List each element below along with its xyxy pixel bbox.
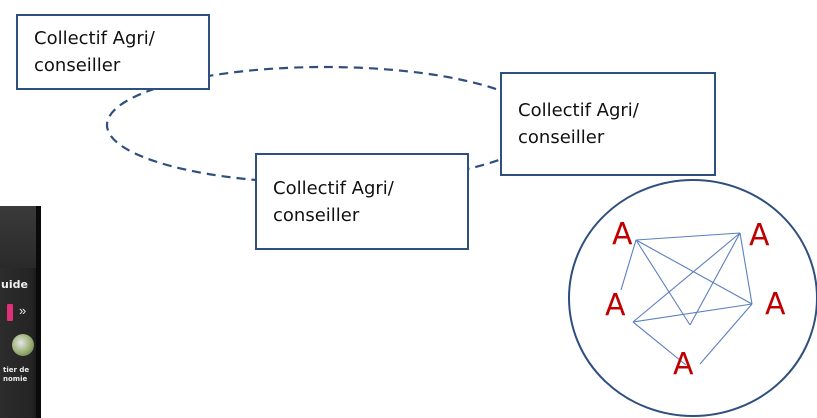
network-edge: [699, 303, 753, 365]
chevron-right-icon: »: [19, 303, 27, 318]
network-edge: [632, 303, 753, 323]
network-edge: [739, 232, 753, 305]
network-edges: [620, 232, 753, 366]
collective-box-line1: Collectif Agri/: [518, 100, 639, 121]
fragment-text-top: uide: [1, 278, 28, 291]
farmer-node: A: [612, 217, 633, 252]
farmer-node: A: [749, 218, 770, 253]
collective-box: Collectif Agri/ conseiller: [255, 153, 469, 250]
network-edge: [635, 232, 741, 241]
collective-box-line2: conseiller: [518, 127, 605, 148]
fragment-text-bottom-line2: nomie: [3, 375, 28, 383]
collective-box: Collectif Agri/ conseiller: [16, 14, 210, 90]
network-edge: [632, 321, 687, 366]
collective-box-line1: Collectif Agri/: [273, 177, 394, 199]
embedded-screenshot-fragment: uide » tier de nomie: [0, 206, 41, 418]
fragment-edge-bar: [36, 206, 41, 418]
fragment-header-band: [0, 206, 41, 268]
globe-icon: [12, 334, 34, 356]
farmer-node: A: [765, 287, 786, 322]
farmer-network-circle: [568, 179, 817, 417]
collective-box-line2: conseiller: [34, 55, 121, 76]
fragment-text-bottom: tier de nomie: [3, 366, 29, 384]
fragment-pink-marker: [7, 304, 13, 321]
network-edge: [635, 239, 753, 305]
farmer-node: A: [605, 288, 626, 323]
network-edge: [620, 239, 637, 291]
fragment-text-bottom-line1: tier de: [3, 366, 30, 374]
network-edge: [689, 232, 741, 326]
network-edge: [635, 239, 691, 326]
collective-box: Collectif Agri/ conseiller: [500, 72, 716, 176]
network-edge: [632, 232, 741, 323]
collective-box-line1: Collectif Agri/: [34, 28, 155, 49]
collective-box-line2: conseiller: [273, 204, 360, 226]
farmer-node: A: [673, 347, 694, 382]
